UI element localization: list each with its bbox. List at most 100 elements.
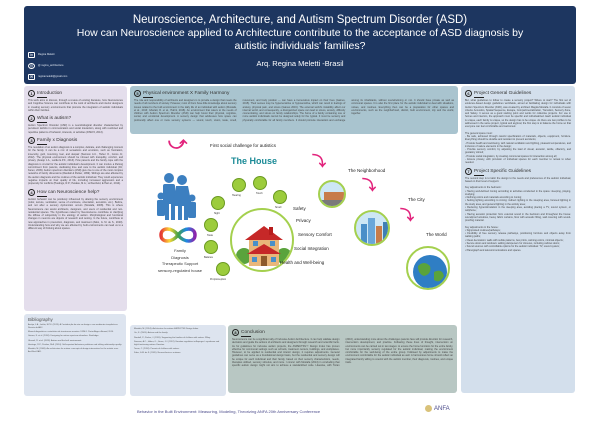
section-number-icon: 7 — [465, 167, 472, 175]
bibliography-item: Tozan, C. (2016). Parents of children wi… — [134, 347, 180, 350]
section-family-diagnosis: 3 Family x Diagnosis — [28, 137, 123, 146]
house-title: The House — [231, 156, 278, 166]
contact-instagram[interactable]: ◎ @ regina_architecture — [28, 61, 67, 70]
conclusion-panel: 8 Conclusion Neuroscience can be a signi… — [228, 325, 457, 393]
house-quality: Safety — [293, 206, 306, 211]
section-number-icon: 4 — [28, 188, 35, 196]
list-item: • Having well-defined zoning according t… — [465, 189, 571, 196]
section-title: Family x Diagnosis — [37, 138, 78, 146]
list-item: • Flexibility of free sensory release pa… — [465, 232, 571, 239]
list-item: • Setting lighting according to zoning: … — [465, 199, 571, 206]
conference-footer: Behavior in the Built Environment: Measu… — [137, 409, 321, 414]
bibliography-panel: Bibliography Araújo, J.A.; Leitão, E.P.F… — [24, 314, 126, 396]
linkedin-icon: in — [28, 51, 35, 58]
bibliography-item: Samson, A.C.; Huber, O.; Gross, J.J. (20… — [134, 340, 220, 346]
arrow-icon: ⤵ — [400, 207, 414, 223]
smell-icon — [273, 190, 287, 204]
sense-label: Touch — [256, 192, 263, 195]
list-item: • Having acoustic protection from extern… — [465, 212, 571, 223]
sense-label: Proprioception — [210, 278, 227, 281]
poster-header: Neuroscience, Architecture, and Autism S… — [24, 6, 576, 84]
sense-label: Taste — [207, 234, 213, 237]
house-quality: Social Integration — [294, 246, 329, 251]
section-title: Conclusion — [241, 330, 265, 337]
list-intro: The general space must: — [465, 131, 493, 135]
bibliography-item: Hastings, R.P.; Petalas, M.A. (2014). Se… — [28, 343, 122, 346]
bibliography-item: Mostafa, M. (2014). Architecture for aut… — [134, 328, 199, 330]
rainbow-infinity-icon — [159, 227, 197, 243]
poster-author: Arq. Regina Meletti -Brasil — [256, 59, 344, 68]
world-image — [406, 246, 450, 290]
family-line: sensory-regulated house — [157, 267, 203, 273]
house-quality: Health and Well-being — [280, 260, 325, 265]
left-panel: 1 Introduction This work aims to discuss… — [24, 86, 127, 311]
list-item: • Planograph and telecommunications and … — [465, 248, 522, 252]
list-item: • Defining colors and materials accordin… — [465, 196, 522, 200]
section-conclusion: 8 Conclusion — [232, 329, 453, 337]
section-number-icon: 8 — [232, 329, 239, 336]
contact-linkedin-text: Regina Meletti — [38, 53, 55, 56]
section-body: Autistic behavior can be positively infl… — [28, 197, 123, 231]
world-label: The World — [426, 232, 447, 237]
bibliography-title: Bibliography — [28, 317, 53, 322]
list-item: • Sound sources with controllable option… — [465, 245, 560, 249]
hearing-icon — [232, 178, 246, 192]
list-item: • Secure doors and windows: adding dampe… — [465, 241, 560, 245]
contact-instagram-text: @ regina_architecture — [38, 64, 64, 67]
house-quality: Privacy — [296, 218, 311, 223]
list-intro: Key adjustments in the bedroom: — [465, 186, 502, 190]
section-introduction: 1 Introduction — [28, 90, 123, 98]
list-item: - Provide sensory comfort, by adjusting … — [465, 148, 571, 155]
bibliography-panel-continued: Mostafa, M. (2014). Architecture for aut… — [130, 325, 226, 396]
anfa-logo: ANFA — [425, 405, 450, 412]
family-line: Diagnosis — [171, 254, 189, 260]
first-challenge-label: First social challenge for autistics — [210, 143, 277, 148]
family-icon — [157, 173, 196, 220]
sense-label: Smell — [275, 206, 282, 209]
section-physical-environment: 5 Physical environment X Family Harmony — [134, 90, 454, 98]
section-body: Neuroscience can be a significant ally o… — [232, 338, 453, 368]
family-diagnosis-list: Family Diagnosis Therapeutic Support sen… — [130, 248, 230, 274]
section-what-is-autism: 2 What is autism? — [28, 115, 123, 124]
neighborhood-image — [318, 180, 346, 208]
list-item: - Provide social integration, by creatin… — [465, 154, 557, 158]
anfa-logo-icon — [425, 405, 432, 412]
contact-list: in Regina Meletti ◎ @ regina_architectur… — [28, 50, 67, 83]
contact-linkedin[interactable]: in Regina Meletti — [28, 50, 67, 59]
poster-subtitle: How can Neuroscience applied to Architec… — [76, 27, 524, 52]
list-intro: Key adjustments in the house: — [465, 225, 499, 229]
section-neuroscience-help: 4 How can Neuroscience help? — [28, 188, 123, 197]
section-title: What is autism? — [37, 116, 72, 124]
city-label: The City — [408, 197, 425, 202]
taste-icon — [204, 218, 218, 232]
anfa-logo-text: ANFA — [434, 405, 450, 412]
family-line: Family — [174, 248, 186, 253]
bibliography-item: Zabo, G.M. de S. (2020). Neurociências e… — [134, 352, 181, 355]
list-item: • Clean decoration: walls with subtle pa… — [465, 238, 564, 242]
section-specific-guidelines: 7 Project Specific Guidelines — [465, 167, 571, 176]
house-image — [230, 208, 294, 272]
list-item: • Reducing hyperstimulation in the sleep… — [465, 206, 571, 213]
section-body: Autism Spectrum Disorder (ASD) is a neur… — [28, 124, 123, 134]
contact-email[interactable]: ✉ reginameletti@gmail.com — [28, 72, 67, 81]
right-panel: 6 Project General Guidelines But, what g… — [461, 86, 575, 393]
section-number-icon: 3 — [28, 137, 35, 145]
bibliography-item: Orr, K. (2009). Autism and the family. — [134, 332, 168, 335]
instagram-icon: ◎ — [28, 62, 35, 69]
bibliography-item: Randall, P.; Parker, J. (1999). Supporti… — [134, 336, 211, 339]
physical-environment-panel: 5 Physical environment X Family Harmony … — [130, 86, 458, 134]
arrow-icon: ⤵ — [362, 177, 376, 193]
section-body: The role and responsibility of architect… — [134, 99, 454, 122]
section-body: This work aims to discuss, through a rev… — [28, 99, 123, 112]
bibliography-item: Mostafa, M. (2008). An architecture for … — [28, 348, 119, 354]
arrow-icon: ⤵ — [312, 153, 326, 169]
touch-icon — [253, 176, 267, 190]
section-body: But, what guidelines to follow to create… — [465, 99, 571, 129]
section-title: Introduction — [37, 91, 63, 98]
section-body: The second step is to tailor the design … — [465, 176, 571, 183]
section-number-icon: 5 — [134, 90, 141, 97]
section-title: Project General Guidelines — [474, 91, 532, 98]
arrow-icon: ⤻ — [168, 133, 188, 153]
sight-icon — [211, 196, 225, 210]
sense-label: Hearing — [232, 194, 241, 197]
